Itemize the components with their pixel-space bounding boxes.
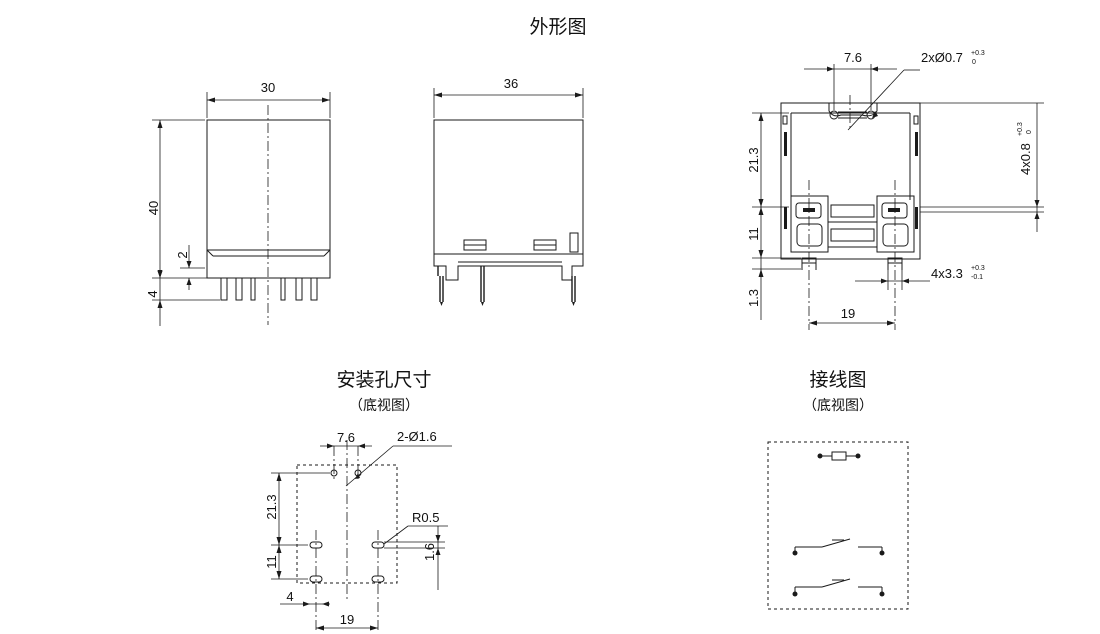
wiring-subtitle: （底视图）	[803, 398, 873, 414]
mounting-v1-label: 21.3	[264, 494, 279, 519]
mounting-title: 安装孔尺寸	[336, 369, 431, 391]
side-view: 36	[433, 76, 584, 306]
front-width-label: 30	[261, 80, 275, 95]
bottom-slot-tol-minus: 0	[1026, 130, 1033, 134]
front-view: 30 40 2 4	[145, 80, 331, 326]
bottom-hole-spec-label: 2xØ0.7	[921, 50, 963, 65]
mounting-slot-label: 1.6	[422, 543, 437, 561]
bottom-hole-tol-minus: 0	[972, 59, 976, 66]
bottom-slot-tol-plus: +0.3	[1017, 122, 1024, 136]
contact-2	[792, 578, 885, 597]
bottom-slot-spec-label: 4x0.8	[1018, 143, 1033, 175]
front-height-label: 40	[146, 201, 161, 215]
wiring-diagram	[767, 441, 909, 610]
mounting-hole-spec-label: 2-Ø1.6	[397, 429, 437, 444]
coil-symbol	[817, 451, 861, 461]
bottom-pin-tol-minus: -0.1	[971, 274, 983, 281]
wiring-title: 接线图	[809, 369, 866, 391]
bottom-v3-label: 1.3	[746, 289, 761, 307]
bottom-pin-spec-label: 4x3.3	[931, 266, 963, 281]
front-pin-label: 4	[145, 290, 160, 297]
bottom-v1-label: 21.3	[746, 147, 761, 172]
mounting-v3-label: 4	[286, 589, 293, 604]
bottom-pin-tol-plus: +0.3	[971, 265, 985, 272]
outline-title: 外形图	[529, 16, 586, 38]
contact-1	[792, 538, 885, 556]
mounting-v2-label: 11	[264, 555, 279, 569]
mounting-radius-label: R0.5	[412, 510, 439, 525]
mounting-h-label: 19	[340, 612, 354, 627]
bottom-hole-tol-plus: +0.3	[971, 50, 985, 57]
side-width-label: 36	[504, 76, 518, 91]
bottom-view: 7.6 2xØ0.7 +0.3 0 4x0.8 +0.3 0 21.3 11 1…	[746, 50, 1044, 330]
mounting-spacing-label: 7.6	[337, 430, 355, 445]
mounting-subtitle: （底视图）	[349, 398, 419, 414]
mounting-holes-view: 7.6 2-Ø1.6 R0.5 1.6 21.3 11 4	[264, 429, 452, 631]
bottom-hole-spacing-label: 7.6	[844, 50, 862, 65]
bottom-h-label: 19	[841, 306, 855, 321]
front-base-label: 2	[175, 251, 190, 258]
bottom-v2-label: 11	[746, 227, 761, 241]
